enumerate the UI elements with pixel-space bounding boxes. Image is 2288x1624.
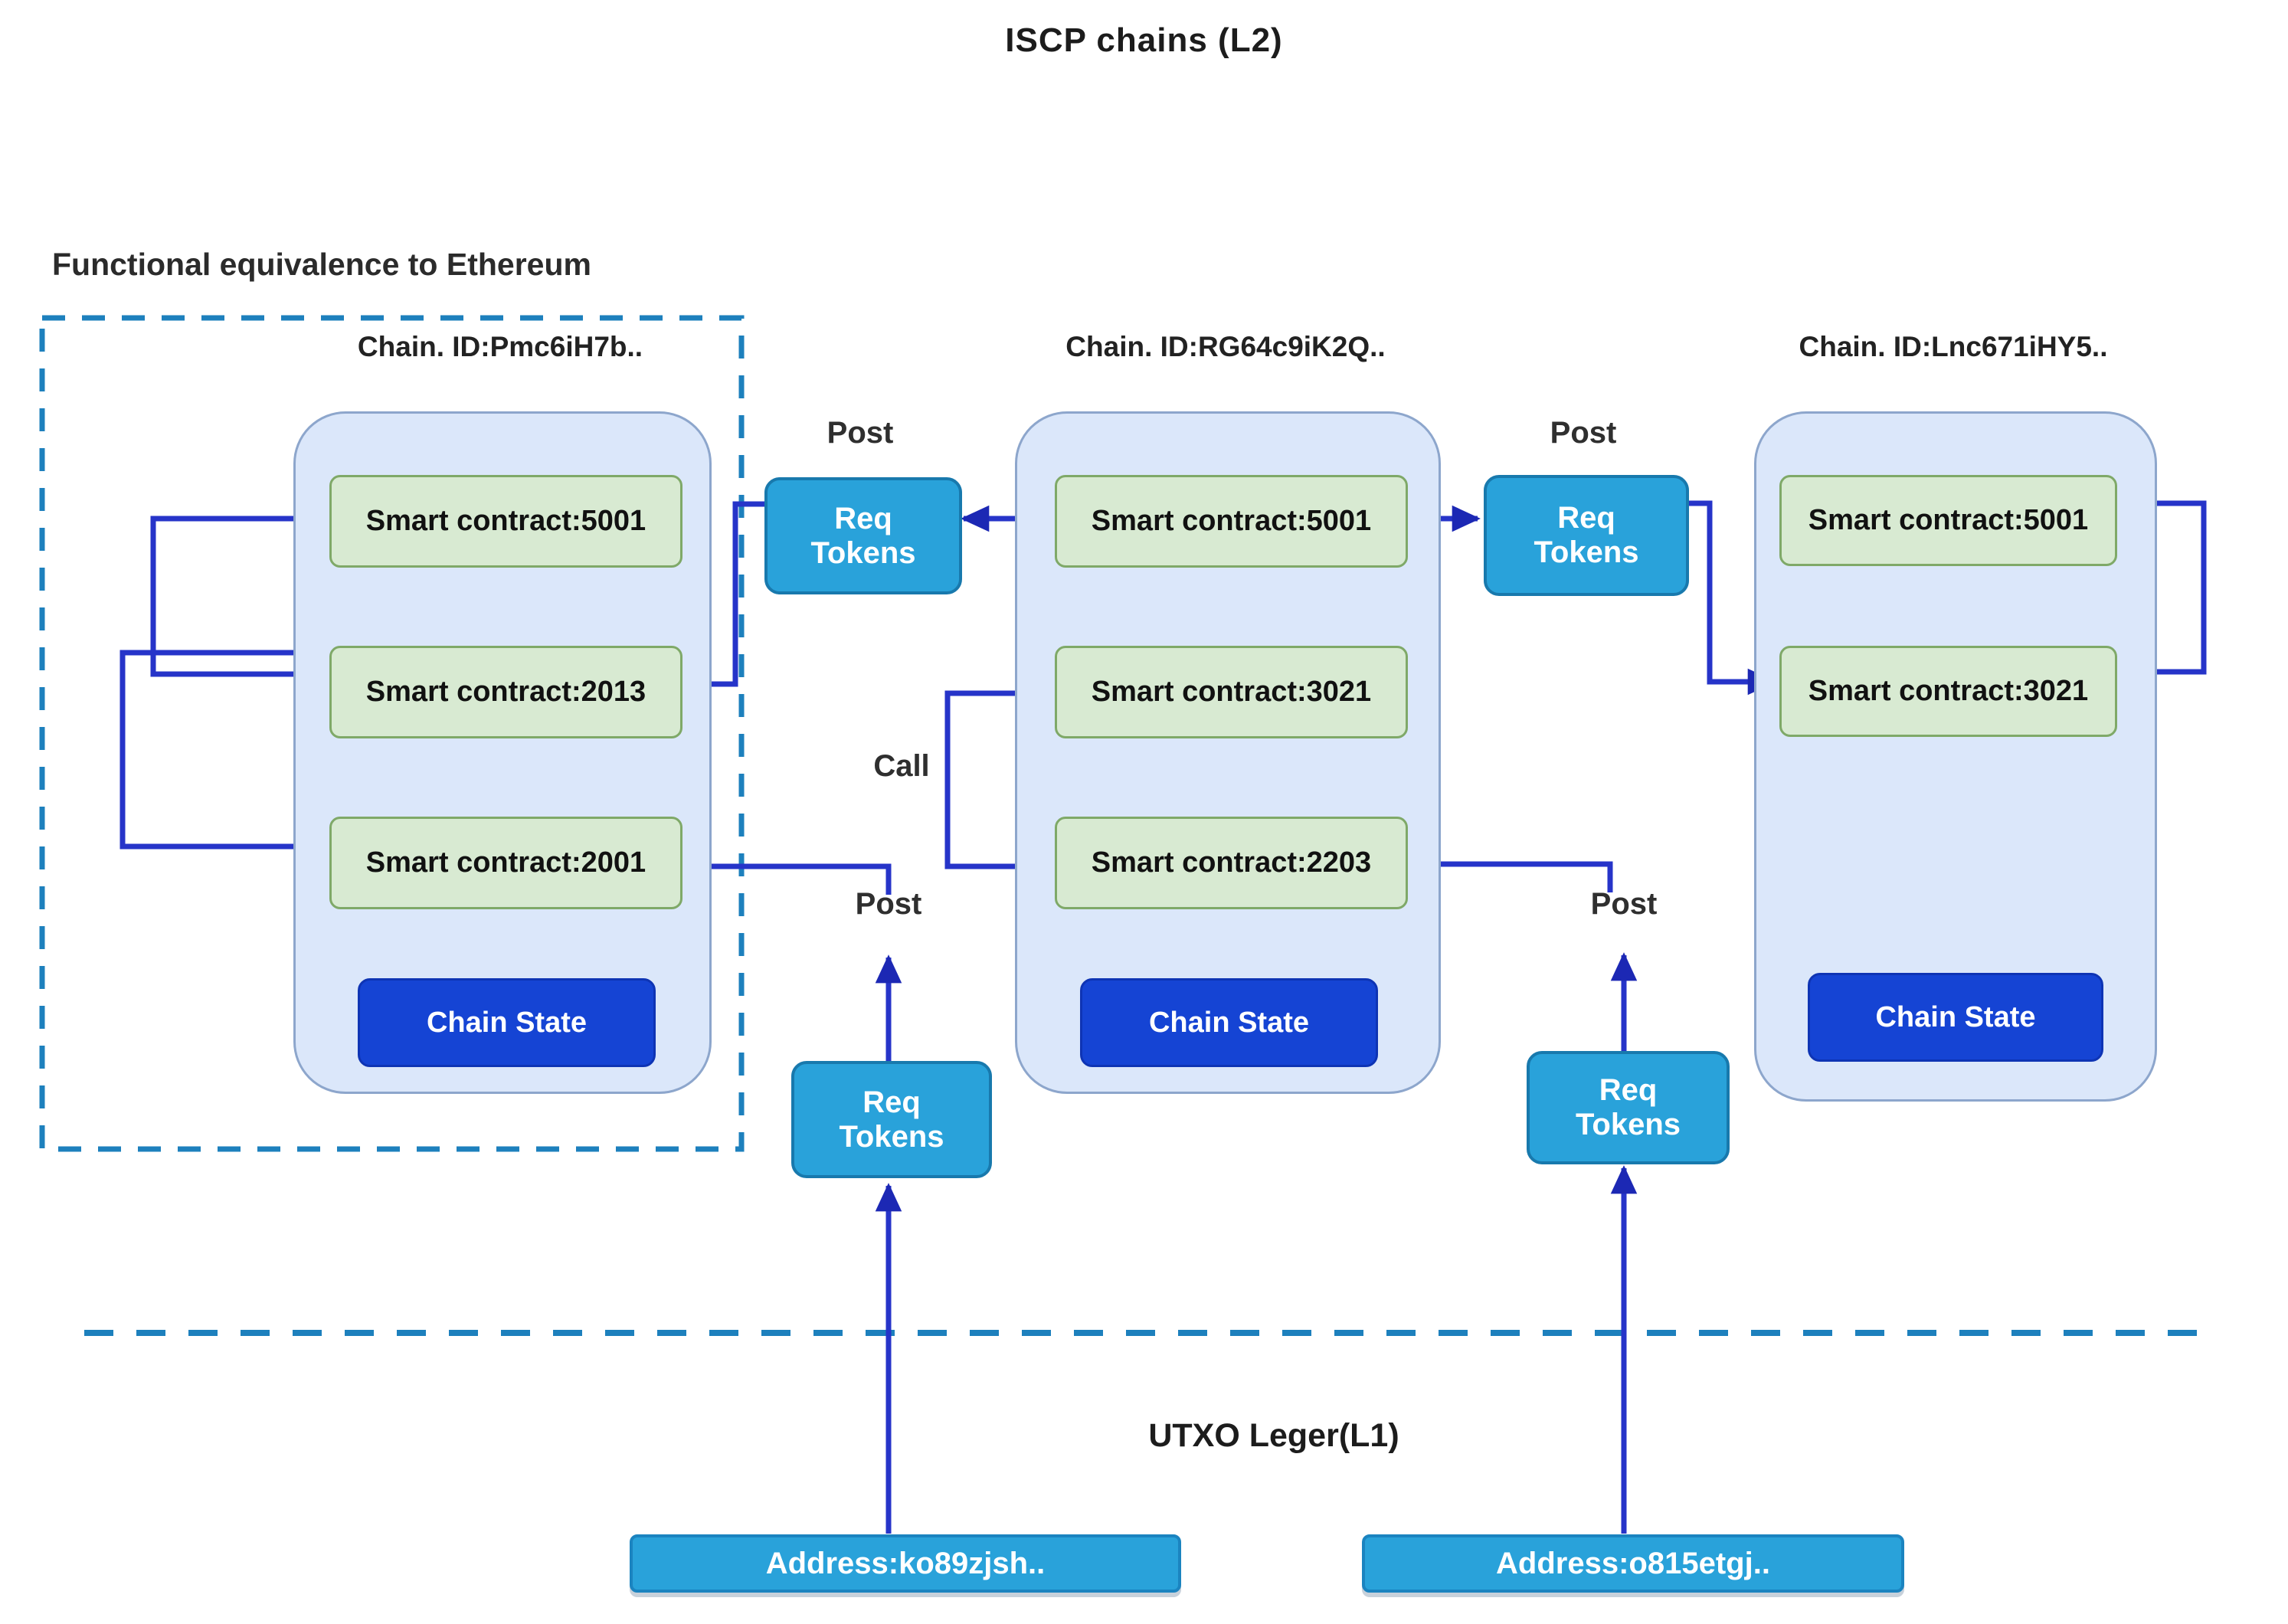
arrow-c3-5001-loop-to-3021 — [2113, 500, 2207, 686]
arrow-post-into-c1-2001 — [682, 853, 892, 895]
arrow-c1-5001-to-2013 — [150, 516, 331, 688]
post-label-bottom-left: Post — [855, 887, 922, 921]
chain2-smart-contract-5001: Smart contract:5001 — [1055, 475, 1408, 568]
chain1-chain-state: Chain State — [358, 978, 656, 1067]
arrow-c1-2013-to-2001 — [119, 650, 331, 860]
functional-equivalence-dashed-frame — [39, 315, 745, 1152]
req-tokens-bottom-right: Req Tokens — [1527, 1051, 1730, 1164]
req-tokens-top-left: Req Tokens — [764, 477, 962, 594]
req-tokens-top-right: Req Tokens — [1484, 475, 1689, 596]
chain1-id-label: Chain. ID:Pmc6iH7b.. — [357, 331, 643, 362]
chain2-id-label: Chain. ID:RG64c9iK2Q.. — [1065, 331, 1386, 362]
arrow-post-into-c2-2203 — [1408, 850, 1613, 892]
req-tokens-bottom-left: Req Tokens — [791, 1061, 992, 1178]
chain2-smart-contract-3021: Smart contract:3021 — [1055, 646, 1408, 738]
diagram-title: ISCP chains (L2) — [1005, 21, 1283, 59]
arrow-call-c2-3021-to-2203 — [944, 690, 1053, 880]
chain2-smart-contract-2203: Smart contract:2203 — [1055, 817, 1408, 909]
chain3-id-label: Chain. ID:Lnc671iHY5.. — [1799, 331, 2108, 362]
post-label-top-left: Post — [826, 416, 894, 450]
chain1-smart-contract-5001: Smart contract:5001 — [329, 475, 682, 568]
chain3-smart-contract-5001: Smart contract:5001 — [1779, 475, 2117, 566]
call-label: Call — [873, 749, 930, 783]
functional-equivalence-label: Functional equivalence to Ethereum — [52, 247, 591, 282]
post-label-top-right: Post — [1550, 416, 1617, 450]
chain2-chain-state: Chain State — [1080, 978, 1378, 1067]
chain3-chain-state: Chain State — [1808, 973, 2103, 1062]
chain1-smart-contract-2001: Smart contract:2001 — [329, 817, 682, 909]
address-box-2: Address:o815etgj.. — [1362, 1534, 1904, 1593]
post-label-bottom-right: Post — [1590, 887, 1658, 921]
chain1-smart-contract-2013: Smart contract:2013 — [329, 646, 682, 738]
utxo-ledger-label: UTXO Leger(L1) — [1148, 1417, 1399, 1454]
chain3-smart-contract-3021: Smart contract:3021 — [1779, 646, 2117, 737]
arrow-reqtokens-tr-to-c3-3021 — [1683, 500, 1776, 696]
address-box-1: Address:ko89zjsh.. — [630, 1534, 1181, 1593]
